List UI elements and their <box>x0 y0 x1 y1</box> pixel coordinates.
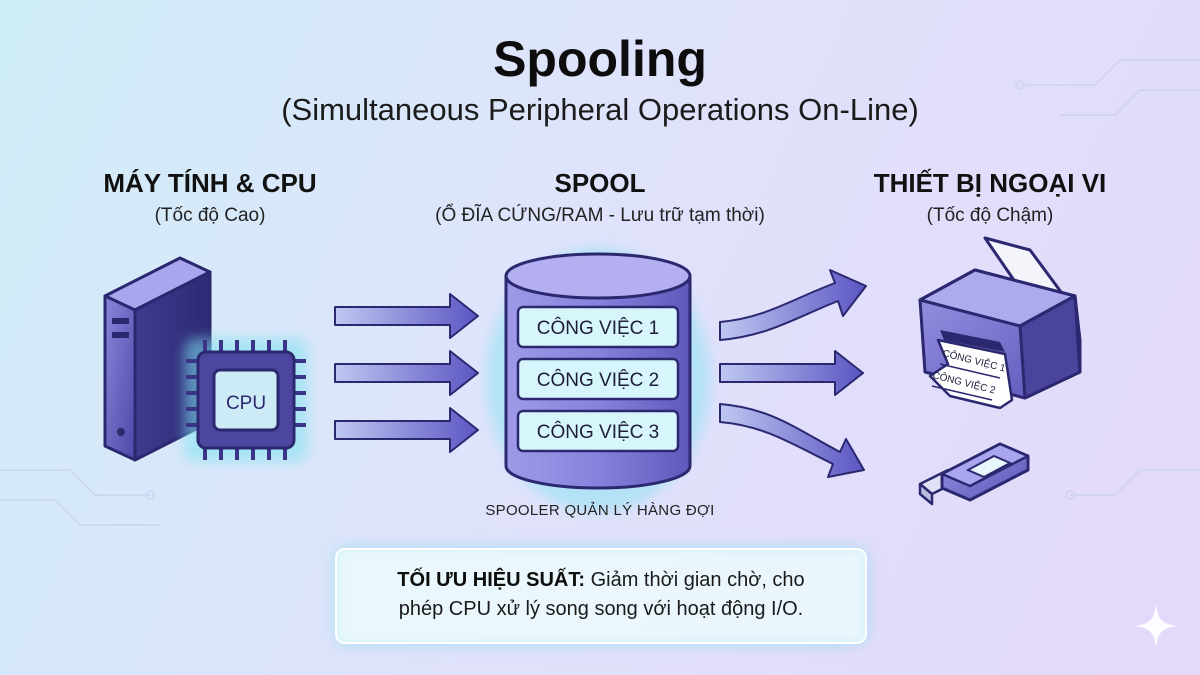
arrow-right-icon <box>334 293 479 339</box>
circuit-trace-decoration <box>0 59 1200 526</box>
spool-job-panel <box>516 305 680 349</box>
diagram-subtitle: (Simultaneous Peripheral Operations On-L… <box>281 92 919 127</box>
spool-job-list: CÔNG VIỆC 1 CÔNG VIỆC 2 CÔNG VIỆC 3 <box>516 305 680 453</box>
note-text-2: phép CPU xử lý song song với hoạt động I… <box>398 598 804 620</box>
spool-job-label: CÔNG VIỆC 1 <box>537 317 659 339</box>
spool-job-item: CÔNG VIỆC 1 <box>516 305 680 349</box>
note-line-1: TỐI ƯU HIỆU SUẤT: Giảm thời gian chờ, ch… <box>351 566 851 595</box>
note-text-1: Giảm thời gian chờ, cho <box>585 569 805 591</box>
performance-note-box: TỐI ƯU HIỆU SUẤT: Giảm thời gian chờ, ch… <box>335 548 867 644</box>
spool-job-label: CÔNG VIỆC 3 <box>537 421 659 443</box>
database-cylinder-icon: CÔNG VIỆC 1 CÔNG VIỆC 2 CÔNG VIỆC 3 <box>486 248 710 512</box>
computer-heading: MÁY TÍNH & CPU <box>103 168 317 198</box>
usb-drive-icon <box>918 442 1030 506</box>
spool-job-item: CÔNG VIỆC 2 <box>516 357 680 401</box>
arrow-right-icon <box>719 403 865 478</box>
spool-job-panel <box>516 409 680 453</box>
spool-job-item: CÔNG VIỆC 3 <box>516 409 680 453</box>
arrow-right-icon <box>334 407 479 453</box>
output-arrows <box>719 269 867 478</box>
note-bold-label: TỐI ƯU HIỆU SUẤT: <box>397 569 586 591</box>
arrow-right-icon <box>334 350 479 396</box>
peripheral-speed-label: (Tốc độ Chậm) <box>926 205 1054 226</box>
arrow-right-icon <box>719 269 867 341</box>
input-arrows <box>334 293 479 453</box>
printer-icon: CÔNG VIỆC 1 CÔNG VIỆC 2 <box>918 236 1082 410</box>
sparkle-icon <box>1134 604 1178 648</box>
computer-column-header: MÁY TÍNH & CPU (Tốc độ Cao) <box>0 168 420 227</box>
spool-storage-label: (Ổ ĐĨA CỨNG/RAM - Lưu trữ tạm thời) <box>435 205 765 226</box>
spool-heading: SPOOL <box>554 168 646 198</box>
cpu-chip-icon: CPU <box>184 338 308 462</box>
spool-job-panel <box>516 357 680 401</box>
cpu-chip-label: CPU <box>226 393 266 414</box>
spool-column-header: SPOOL (Ổ ĐĨA CỨNG/RAM - Lưu trữ tạm thời… <box>390 168 810 227</box>
diagram-title: Spooling <box>493 31 707 87</box>
peripheral-column-header: THIẾT BỊ NGOẠI VI (Tốc độ Chậm) <box>780 168 1200 227</box>
spool-job-label: CÔNG VIỆC 2 <box>537 369 659 391</box>
arrow-right-icon <box>719 350 864 396</box>
peripheral-heading: THIẾT BỊ NGOẠI VI <box>873 168 1107 198</box>
computer-speed-label: (Tốc độ Cao) <box>154 205 266 226</box>
spooler-queue-caption: SPOOLER QUẢN LÝ HÀNG ĐỢI <box>485 502 715 519</box>
